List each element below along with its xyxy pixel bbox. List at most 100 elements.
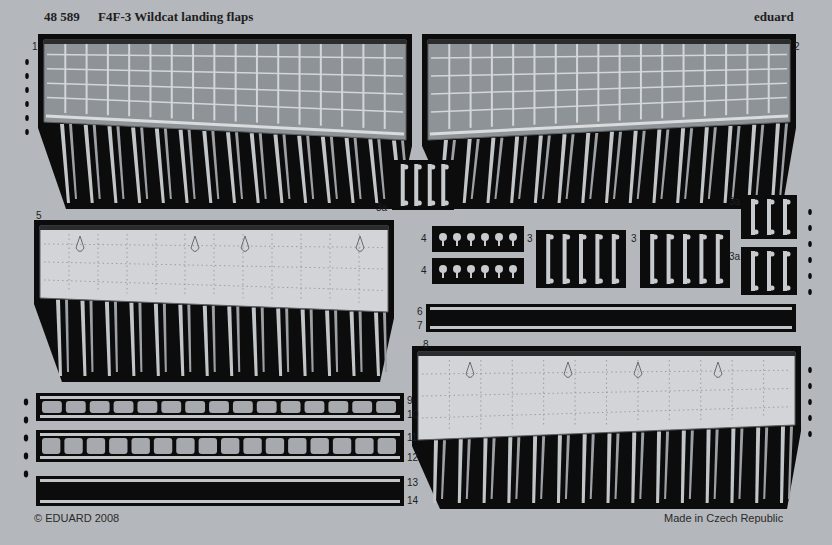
actuator-tab xyxy=(463,139,472,203)
actuator-tab xyxy=(377,139,385,199)
rib-line xyxy=(512,44,514,126)
slot-strip xyxy=(305,401,325,413)
actuator-tab xyxy=(542,135,551,199)
bracket-part xyxy=(783,199,787,235)
etch-drop xyxy=(25,73,29,79)
slot-strip xyxy=(185,401,205,413)
slot-strip xyxy=(90,401,110,413)
actuator-tab xyxy=(441,440,446,499)
actuator-tab xyxy=(656,431,661,503)
etch-drop xyxy=(808,383,812,389)
bracket-part xyxy=(470,272,472,278)
etch-drop xyxy=(25,59,29,65)
etch-drop xyxy=(25,101,29,107)
slot-strip xyxy=(221,438,239,454)
etch-drops xyxy=(24,59,812,477)
rib-line xyxy=(47,83,403,94)
actuator-tab xyxy=(273,135,283,203)
actuator-tab xyxy=(236,307,240,372)
slot-strip xyxy=(42,401,62,413)
slot-strip xyxy=(42,438,60,454)
part-number: 4 xyxy=(421,266,427,276)
bracket-part xyxy=(439,265,447,273)
actuator-tab xyxy=(345,138,355,203)
bracket-part xyxy=(754,230,759,235)
etch-drop xyxy=(24,435,28,442)
actuator-tab xyxy=(763,427,768,499)
strip xyxy=(430,307,792,310)
slot-strip xyxy=(176,438,194,454)
part-number: 8 xyxy=(423,340,429,350)
hinge-outline xyxy=(634,362,642,378)
actuator-tab xyxy=(558,134,567,203)
part-number: 13 xyxy=(407,478,418,488)
slot-strip xyxy=(132,438,150,454)
actuator-tab xyxy=(652,129,661,203)
bracket-part xyxy=(430,201,435,206)
part-number: 3 xyxy=(631,234,637,244)
actuator-tab xyxy=(252,308,258,376)
bracket-part xyxy=(702,235,707,240)
bracket-part xyxy=(484,240,486,246)
bracket-part xyxy=(495,233,503,241)
bracket-part xyxy=(614,235,619,240)
actuator-tab xyxy=(466,439,471,499)
actuator-tab xyxy=(250,133,260,203)
actuator-tab xyxy=(491,438,496,499)
actuator-tab xyxy=(605,132,614,203)
actuator-tab xyxy=(325,311,331,376)
rib-line xyxy=(431,98,787,112)
bracket-part xyxy=(686,279,691,284)
strip-part xyxy=(36,476,404,506)
actuator-tab xyxy=(582,434,587,503)
slot-strip xyxy=(243,438,261,454)
actuator-tab xyxy=(227,307,233,376)
actuator-tab xyxy=(114,302,118,372)
etch-drop xyxy=(808,257,812,263)
actuator-tab xyxy=(689,430,694,499)
part-number: 9 xyxy=(407,396,413,406)
small-parts xyxy=(640,230,730,288)
slot-strip xyxy=(114,401,134,413)
rivet-line xyxy=(272,234,273,299)
actuator-tab xyxy=(660,129,669,199)
bracket-part xyxy=(767,251,771,291)
actuator-tab xyxy=(755,125,764,199)
actuator-tab xyxy=(515,437,520,499)
actuator-tab xyxy=(607,433,612,503)
cutout xyxy=(34,220,394,382)
slot-strip xyxy=(257,401,277,413)
actuator-tab xyxy=(178,305,184,376)
slot-strip xyxy=(328,401,348,413)
actuator-tab xyxy=(383,313,387,372)
small-parts xyxy=(432,258,524,284)
rivet-line xyxy=(422,389,791,397)
etch-drop xyxy=(808,289,812,295)
actuator-tab xyxy=(330,137,338,199)
strip-part xyxy=(426,304,796,332)
bracket-part xyxy=(595,234,599,284)
bracket-part xyxy=(598,279,603,284)
etch-drop xyxy=(24,471,28,478)
actuator-tab xyxy=(65,300,69,372)
actuator-tab xyxy=(140,127,148,199)
bracket-part xyxy=(653,235,658,240)
rib-line xyxy=(555,44,557,124)
cutout xyxy=(412,346,801,509)
actuator-tab xyxy=(93,125,101,199)
actuator-tab xyxy=(354,138,362,199)
rib-line xyxy=(47,69,403,76)
rivet-line xyxy=(44,244,384,248)
actuator-tab xyxy=(80,301,86,376)
actuator-tab xyxy=(780,426,785,503)
actuator-tab xyxy=(676,128,685,203)
actuator-tab xyxy=(771,124,780,203)
part-number: 3a xyxy=(729,252,740,262)
bracket-part xyxy=(702,279,707,284)
actuator-tab xyxy=(507,437,512,503)
slot-strip xyxy=(109,438,127,454)
actuator-tab xyxy=(155,129,165,203)
actuator-tab xyxy=(84,125,94,203)
small-parts xyxy=(741,247,797,295)
